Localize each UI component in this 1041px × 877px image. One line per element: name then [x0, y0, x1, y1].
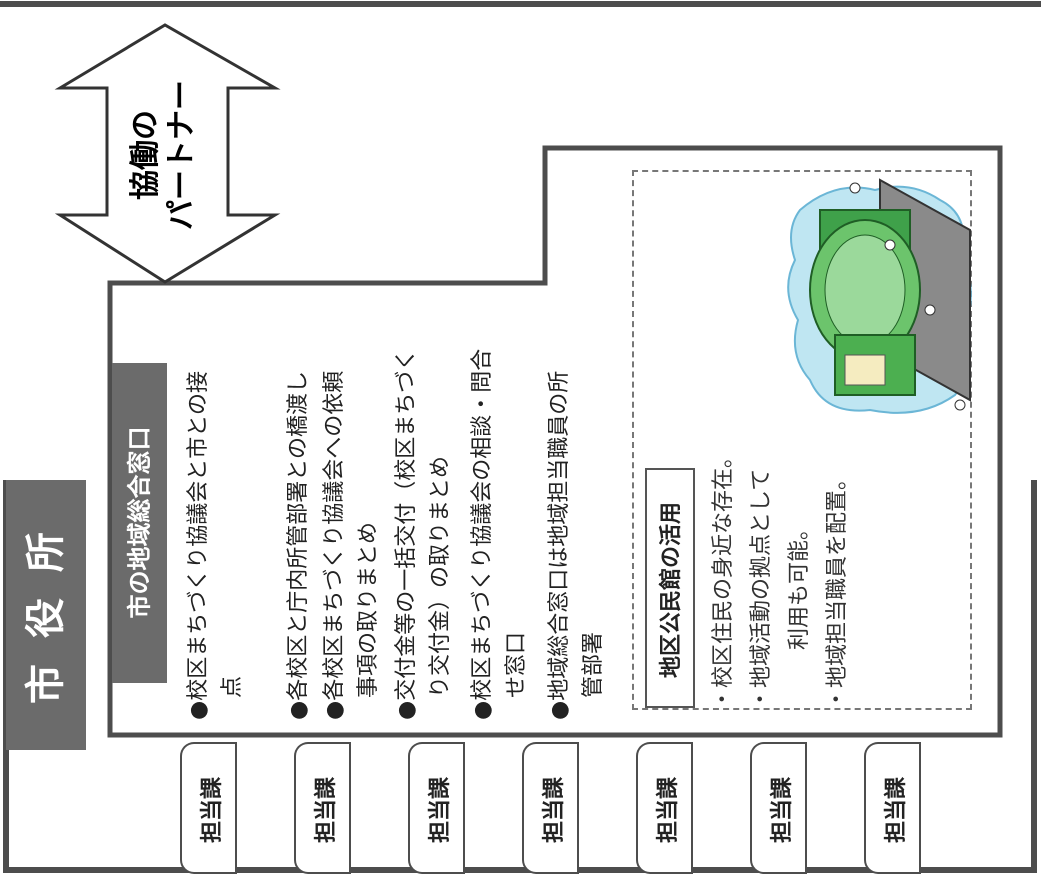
department-box: 担当課	[864, 742, 920, 874]
community-center-title-box: 地区公民館の活用	[645, 468, 695, 708]
window-title-bar: 市の地域総合窓口	[112, 363, 167, 683]
department-box: 担当課	[294, 742, 350, 874]
city-hall-tab: 市 役 所	[6, 480, 86, 750]
department-box: 担当課	[750, 742, 806, 874]
department-box: 担当課	[522, 742, 578, 874]
department-box: 担当課	[408, 742, 464, 874]
community-center-illustration	[787, 178, 972, 414]
department-box: 担当課	[180, 742, 236, 874]
department-box: 担当課	[636, 742, 692, 874]
partner-arrow	[54, 23, 281, 284]
